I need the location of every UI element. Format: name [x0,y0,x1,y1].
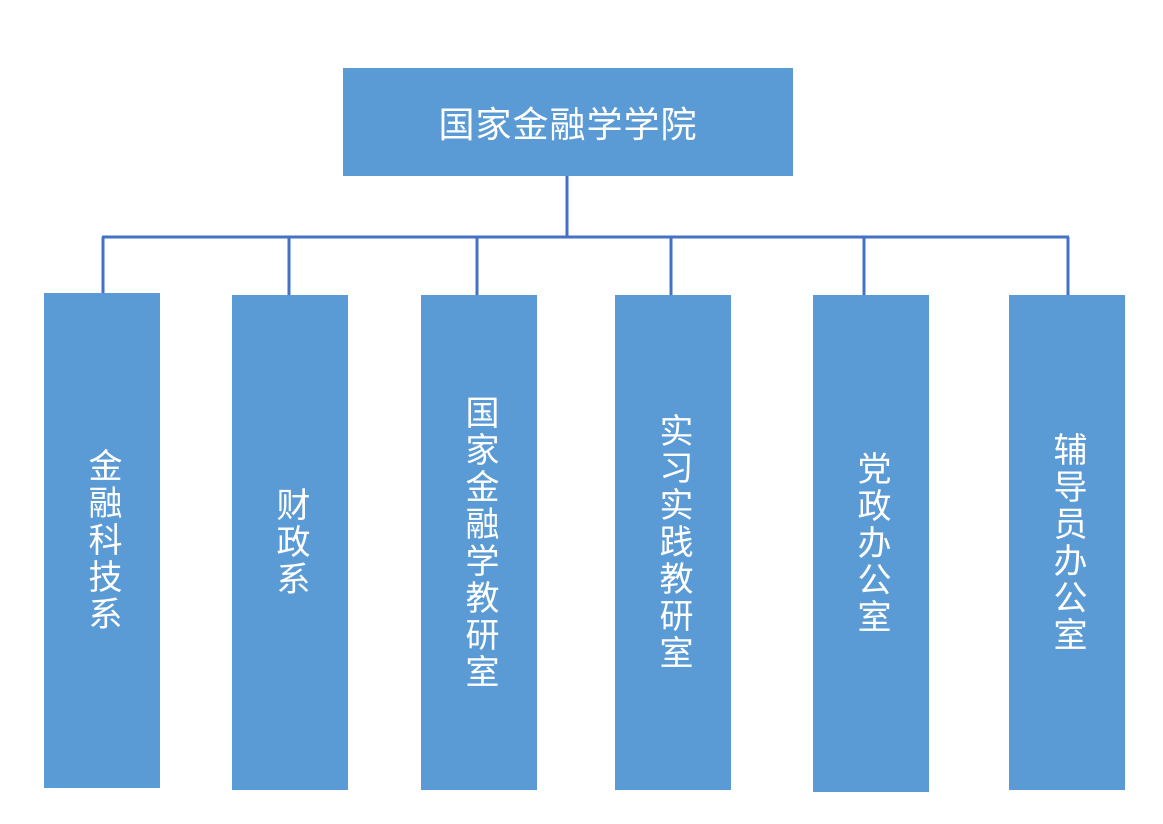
child-node-label: 辅导员办公室 [1047,431,1087,654]
child-node-label: 金融科技系 [82,448,122,633]
child-node-party-admin-office: 党政办公室 [813,295,929,792]
child-node-counselor-office: 辅导员办公室 [1009,295,1125,790]
child-node-label: 国家金融学教研室 [459,394,499,691]
child-node-internship-practice-research-office: 实习实践教研室 [615,295,731,790]
child-node-finance-dept: 财政系 [232,295,348,790]
child-node-label: 财政系 [270,487,310,598]
child-node-national-finance-research-office: 国家金融学教研室 [421,295,537,790]
child-node-label: 实习实践教研室 [653,413,693,672]
child-node-label: 党政办公室 [851,451,891,636]
root-node: 国家金融学学院 [343,68,793,176]
child-node-fintech-dept: 金融科技系 [44,293,160,788]
root-node-label: 国家金融学学院 [438,105,698,146]
